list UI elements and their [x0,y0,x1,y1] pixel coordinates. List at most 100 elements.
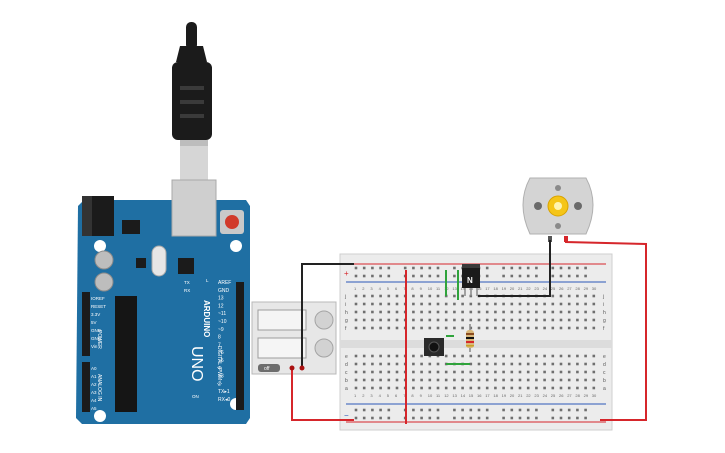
breadboard-hole[interactable] [477,378,481,382]
breadboard-hole[interactable] [584,370,587,374]
breadboard-hole[interactable] [453,318,456,322]
breadboard-hole[interactable] [543,318,546,322]
breadboard-hole[interactable] [576,294,579,298]
battery-switch[interactable] [258,364,280,372]
breadboard-hole[interactable] [576,318,579,322]
breadboard-hole[interactable] [387,302,391,306]
arduino-uno-board[interactable]: ARDUINO UNO DIGITAL (PWM~) POWER ANALOG … [76,179,250,424]
breadboard-hole[interactable] [502,362,505,366]
breadboard-hole[interactable] [526,318,530,322]
breadboard-hole[interactable] [379,386,382,390]
breadboard-hole[interactable] [584,326,587,330]
breadboard-hole[interactable] [551,370,555,374]
breadboard-hole[interactable] [362,370,366,374]
breadboard-hole[interactable] [584,386,587,390]
breadboard-hole[interactable] [485,302,489,306]
breadboard-hole[interactable] [518,266,522,270]
breadboard-hole[interactable] [436,362,440,366]
breadboard-hole[interactable] [567,386,571,390]
breadboard-hole[interactable] [567,378,571,382]
breadboard-hole[interactable] [379,416,382,420]
breadboard-hole[interactable] [436,386,440,390]
breadboard-hole[interactable] [567,326,571,330]
breadboard-hole[interactable] [592,378,596,382]
breadboard-hole[interactable] [485,408,489,412]
breadboard-hole[interactable] [371,294,374,298]
breadboard-hole[interactable] [551,326,555,330]
breadboard-hole[interactable] [453,274,456,278]
breadboard-hole[interactable] [543,362,546,366]
breadboard-hole[interactable] [436,310,440,314]
breadboard-hole[interactable] [502,386,505,390]
breadboard-hole[interactable] [395,310,399,314]
breadboard-hole[interactable] [412,274,415,278]
breadboard-hole[interactable] [461,294,464,298]
breadboard-hole[interactable] [354,302,358,306]
breadboard-hole[interactable] [494,370,497,374]
breadboard-hole[interactable] [494,362,497,366]
breadboard-hole[interactable] [551,302,555,306]
breadboard-hole[interactable] [576,326,579,330]
breadboard-hole[interactable] [420,370,423,374]
breadboard-hole[interactable] [453,370,456,374]
breadboard-hole[interactable] [362,266,366,270]
breadboard-hole[interactable] [371,274,374,278]
breadboard-hole[interactable] [535,386,538,390]
breadboard-hole[interactable] [526,370,530,374]
breadboard-hole[interactable] [592,318,596,322]
breadboard-hole[interactable] [567,294,571,298]
breadboard-hole[interactable] [412,310,415,314]
breadboard-hole[interactable] [461,354,464,358]
breadboard-hole[interactable] [494,310,497,314]
breadboard-hole[interactable] [592,354,596,358]
breadboard-hole[interactable] [518,378,522,382]
breadboard-hole[interactable] [362,302,366,306]
breadboard-hole[interactable] [428,416,432,420]
breadboard-hole[interactable] [436,408,440,412]
breadboard-hole[interactable] [535,354,538,358]
breadboard-hole[interactable] [559,386,563,390]
breadboard-hole[interactable] [395,326,399,330]
breadboard-hole[interactable] [453,294,456,298]
breadboard-hole[interactable] [535,310,538,314]
breadboard-hole[interactable] [387,416,391,420]
breadboard-hole[interactable] [584,318,587,322]
breadboard-hole[interactable] [510,416,514,420]
breadboard-hole[interactable] [379,362,382,366]
breadboard-hole[interactable] [576,274,579,278]
breadboard-hole[interactable] [371,378,374,382]
breadboard-hole[interactable] [371,326,374,330]
breadboard-hole[interactable] [535,362,538,366]
breadboard-hole[interactable] [559,408,563,412]
breadboard-hole[interactable] [518,408,522,412]
breadboard-hole[interactable] [576,378,579,382]
breadboard-hole[interactable] [354,274,358,278]
breadboard-hole[interactable] [567,274,571,278]
breadboard-hole[interactable] [469,354,473,358]
breadboard-hole[interactable] [436,370,440,374]
breadboard-hole[interactable] [412,378,415,382]
breadboard-hole[interactable] [543,354,546,358]
breadboard-hole[interactable] [412,362,415,366]
breadboard-hole[interactable] [502,310,505,314]
breadboard-hole[interactable] [510,378,514,382]
dc-motor[interactable] [522,177,594,242]
breadboard-hole[interactable] [485,386,489,390]
breadboard-hole[interactable] [412,408,415,412]
breadboard-hole[interactable] [420,362,423,366]
breadboard-hole[interactable] [551,318,555,322]
breadboard-hole[interactable] [526,378,530,382]
breadboard-hole[interactable] [567,318,571,322]
breadboard-hole[interactable] [461,378,464,382]
breadboard-hole[interactable] [371,302,374,306]
breadboard-hole[interactable] [526,274,530,278]
breadboard-hole[interactable] [502,370,505,374]
breadboard-hole[interactable] [518,310,522,314]
breadboard-hole[interactable] [436,416,440,420]
breadboard-hole[interactable] [395,354,399,358]
breadboard-hole[interactable] [567,302,571,306]
breadboard-hole[interactable] [395,378,399,382]
breadboard-hole[interactable] [543,302,546,306]
breadboard-hole[interactable] [362,310,366,314]
breadboard-hole[interactable] [412,302,415,306]
